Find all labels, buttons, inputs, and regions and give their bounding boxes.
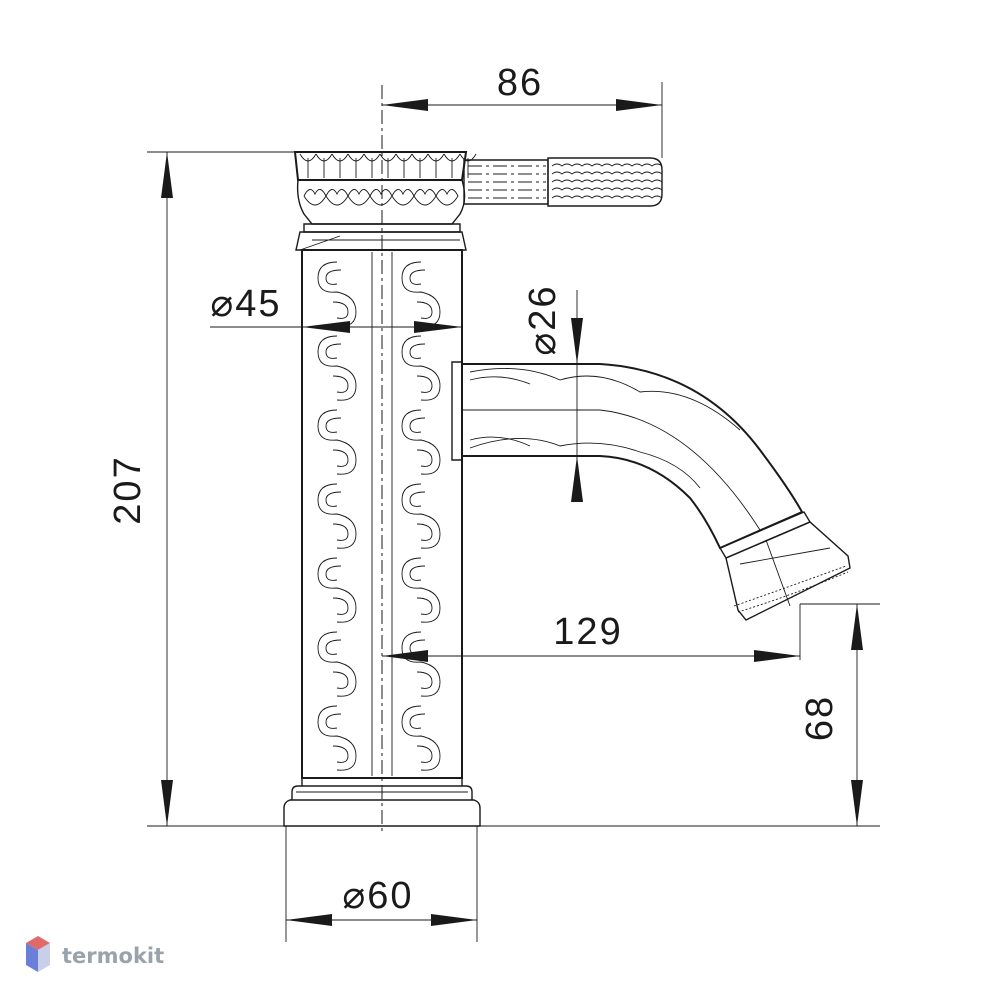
dim-label-d60: ⌀60 (342, 875, 413, 917)
dim-label-d26: ⌀26 (522, 284, 564, 355)
dimension-body-diameter: ⌀45 (210, 283, 462, 333)
dim-label-68: 68 (799, 695, 841, 741)
spout (451, 361, 851, 621)
handle-crown (293, 151, 477, 225)
dimension-spout-reach: 129 (382, 611, 800, 662)
termokit-logo-icon (26, 936, 50, 972)
dimension-handle-reach: 86 (382, 62, 662, 111)
dimension-spout-diameter: ⌀26 (522, 284, 583, 502)
extension-lines (147, 82, 880, 942)
handle-lever (463, 157, 663, 207)
dim-label-d45: ⌀45 (210, 283, 281, 325)
dim-label-129: 129 (553, 611, 622, 653)
termokit-watermark: termokit (26, 936, 164, 972)
handle-collar (295, 223, 467, 251)
dimension-spout-height: 68 (799, 604, 863, 826)
dimension-base-diameter: ⌀60 (286, 875, 477, 926)
dim-label-207: 207 (107, 455, 149, 524)
dimension-total-height: 207 (107, 152, 173, 826)
body-ornament (317, 261, 441, 771)
dim-label-86: 86 (497, 62, 543, 104)
termokit-brand-text: termokit (62, 944, 164, 968)
